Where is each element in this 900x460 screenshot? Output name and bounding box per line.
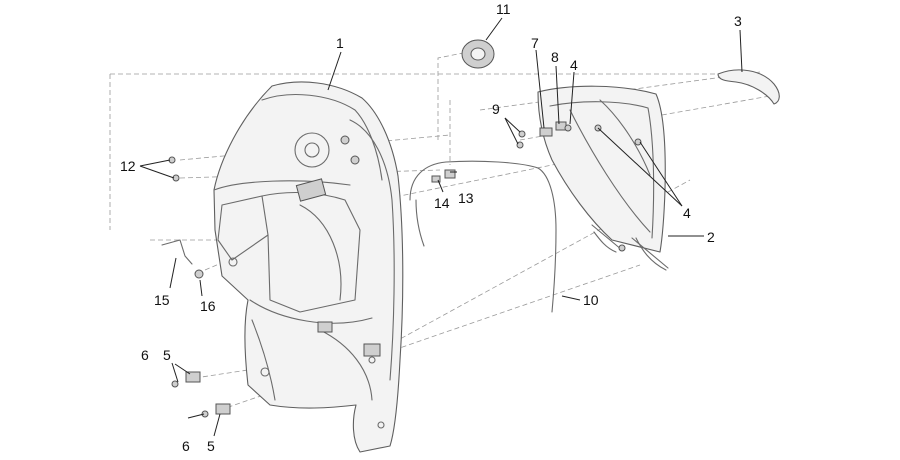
callout-4-right: 4 (683, 205, 691, 221)
leader-lines (139, 17, 743, 437)
callout-1: 1 (336, 35, 344, 51)
part-2-rear-panel (537, 85, 669, 271)
part-1-front-shield (213, 81, 404, 453)
assembly-guide-lines (109, 51, 771, 411)
callout-7: 7 (531, 35, 539, 51)
callout-labels: 1 2 3 4 4 5 5 6 6 7 8 9 10 11 12 13 14 1… (120, 1, 742, 454)
callout-4-top: 4 (570, 57, 578, 73)
callout-6-lower: 6 (182, 438, 190, 454)
callout-15: 15 (154, 292, 170, 308)
part-3-trim-cap (717, 69, 780, 105)
callout-16: 16 (200, 298, 216, 314)
callout-12: 12 (120, 158, 136, 174)
callout-8: 8 (551, 49, 559, 65)
callout-13: 13 (458, 190, 474, 206)
callout-5-upper: 5 (163, 347, 171, 363)
callout-11: 11 (496, 1, 511, 17)
callout-3: 3 (734, 13, 742, 29)
callout-10: 10 (583, 292, 599, 308)
callout-6-upper: 6 (141, 347, 149, 363)
callout-9: 9 (492, 101, 500, 117)
callout-2: 2 (707, 229, 715, 245)
callout-14: 14 (434, 195, 450, 211)
part-10-seal-strip (409, 160, 557, 313)
callout-5-lower: 5 (207, 438, 215, 454)
fasteners (161, 121, 642, 418)
part-11-rubber-bumper (461, 39, 495, 69)
